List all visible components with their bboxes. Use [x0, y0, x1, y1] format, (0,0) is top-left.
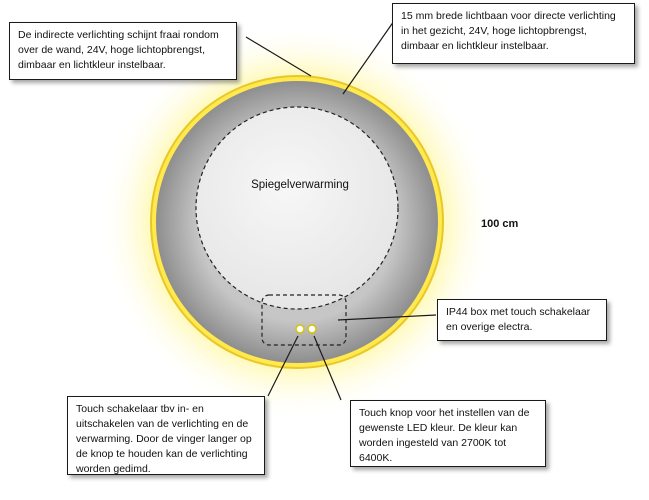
note-light-strip: 15 mm brede lichtbaan voor directe verli… [392, 3, 635, 64]
leader-lightstrip [342, 20, 395, 95]
leader-ip44 [337, 314, 437, 321]
note-touch-switch: Touch schakelaar tbv in- en uitschakelen… [67, 396, 265, 475]
heating-zone [195, 106, 399, 310]
note-ip44-box: IP44 box met touch schakelaar en overige… [437, 299, 607, 341]
diameter-label: 100 cm [481, 218, 519, 230]
touch-color-knob[interactable] [307, 324, 317, 334]
heating-label: Spiegelverwarming [251, 179, 349, 191]
leader-touch-knob [313, 335, 342, 401]
note-touch-knob: Touch knop voor het instellen van de gew… [350, 400, 546, 467]
note-indirect-light: De indirecte verlichting schijnt fraai r… [9, 22, 237, 80]
leader-touch-switch [267, 335, 299, 397]
leader-indirect [245, 36, 312, 77]
touch-switch-button[interactable] [295, 324, 305, 334]
